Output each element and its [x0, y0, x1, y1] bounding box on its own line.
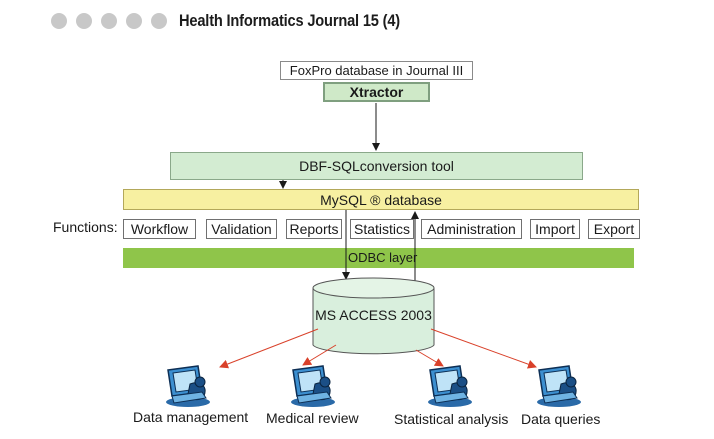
journal-title: Health Informatics Journal 15 (4) [179, 11, 400, 30]
function-administration: Administration [421, 219, 522, 239]
foxpro-source-box: FoxPro database in Journal III [280, 61, 473, 80]
header-dots [51, 13, 167, 29]
function-export: Export [588, 219, 640, 239]
arrow-to-data-management [219, 328, 319, 369]
functions-label: Functions: [53, 219, 118, 235]
workstation-icon [428, 365, 472, 407]
function-reports: Reports [286, 219, 342, 239]
odbc-layer-bar [123, 248, 634, 268]
workstation-icon [537, 365, 581, 407]
header-dot-icon [151, 13, 167, 29]
header-dot-icon [126, 13, 142, 29]
xtractor-box: Xtractor [323, 82, 430, 102]
client-label-statistical-analysis: Statistical analysis [394, 411, 509, 427]
conversion-tool-box: DBF-SQLconversion tool [170, 152, 583, 180]
access-database-cylinder [312, 277, 435, 355]
arrow-to-data-queries [430, 328, 537, 369]
function-statistics: Statistics [350, 219, 414, 239]
arrow-to-statistical-analysis [415, 349, 444, 367]
function-workflow: Workflow [123, 219, 196, 239]
access-database-label: MS ACCESS 2003 [315, 307, 432, 323]
client-label-data-management: Data management [133, 409, 249, 425]
header-dot-icon [51, 13, 67, 29]
client-label-data-queries: Data queries [521, 411, 601, 427]
function-import: Import [530, 219, 580, 239]
header-dot-icon [76, 13, 92, 29]
header-dot-icon [101, 13, 117, 29]
client-label-medical-review: Medical review [266, 410, 359, 426]
workstation-icon [166, 365, 210, 407]
mysql-database-box: MySQL ® database [123, 189, 639, 210]
workstation-icon [291, 365, 335, 407]
odbc-layer-label: ODBC layer [348, 250, 418, 265]
arrow-to-medical-review [302, 344, 337, 366]
function-validation: Validation [206, 219, 277, 239]
